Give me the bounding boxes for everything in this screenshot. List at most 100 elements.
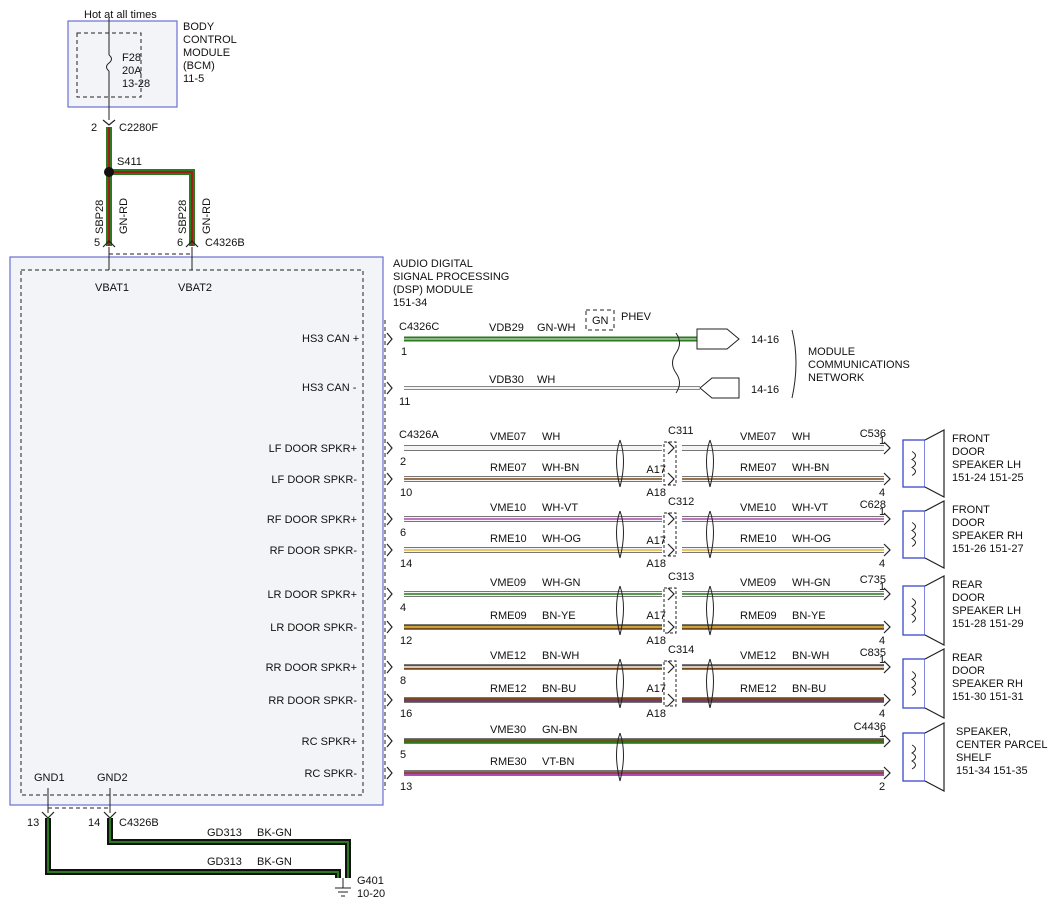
inline-connector-id: C312 [668, 496, 694, 508]
wire-color: WH-GN [792, 577, 831, 589]
speaker-pin-icon [883, 734, 891, 748]
speaker-pin-icon [883, 620, 891, 634]
speaker-pin-number: 1 [879, 435, 885, 447]
wire-color: BN-BU [542, 683, 576, 695]
wire-circuit: VME09 [490, 577, 526, 589]
module-pin-icon [386, 660, 393, 674]
vbat1-label: VBAT1 [95, 282, 129, 294]
module-pin-icon [386, 693, 393, 707]
speaker-page-refs: 151-28 151-29 [952, 618, 1024, 630]
wire-circuit: RME10 [740, 533, 777, 545]
wire-color: WH [792, 431, 810, 443]
speaker-name-line: DOOR [952, 665, 985, 677]
speaker-icon [902, 429, 945, 498]
speaker-name-line: DOOR [952, 592, 985, 604]
speaker-pin-number: 1 [879, 654, 885, 666]
phev-label: PHEV [621, 311, 652, 323]
bcm-title-2: CONTROL [183, 34, 237, 46]
can-plus-pin: 1 [401, 346, 407, 358]
speaker-pin-icon [883, 543, 891, 557]
speaker-icon [902, 648, 945, 719]
speaker-name-line: DOOR [952, 446, 985, 458]
power-feed: S411 SBP28 GN-RD SBP28 GN-RD 5 6 C4326B [94, 127, 245, 255]
wire-circuit: RME09 [490, 610, 527, 622]
hs3-can-plus-label: HS3 CAN + [302, 333, 359, 345]
splice-id: S411 [117, 156, 142, 168]
twisted-pair-icon [706, 510, 714, 559]
module-pin-icon [386, 766, 393, 780]
speaker-pin-label: RR DOOR SPKR- [268, 695, 357, 707]
fuse-icon [106, 54, 112, 72]
fuse-id: F28 [122, 52, 141, 64]
speaker-pin-number: 4 [879, 635, 885, 647]
feed1-circuit: SBP28 [94, 200, 106, 234]
dsp-module: VBAT1 VBAT2 AUDIO DIGITAL SIGNAL PROCESS… [9, 247, 509, 806]
bcm-box [67, 20, 178, 108]
speaker-pin-label: LF DOOR SPKR+ [269, 443, 357, 455]
speaker-page-refs: 151-30 151-31 [952, 691, 1024, 703]
inline-pin-number: A18 [646, 708, 666, 720]
gnd1-label: GND1 [34, 772, 65, 784]
gnd-wire2-circuit: GD313 [207, 856, 242, 868]
speaker-name-line: REAR [952, 579, 983, 591]
gnd2-label: GND2 [97, 772, 128, 784]
twisted-pair-icon [616, 585, 624, 636]
twisted-pair-icon [706, 439, 714, 488]
dsp-title-2: SIGNAL PROCESSING [393, 271, 509, 283]
inline-connector-id: C313 [668, 571, 694, 583]
speaker-pin-icon [883, 441, 891, 455]
twisted-pair-icon [706, 585, 714, 636]
speaker-name-line: FRONT [952, 504, 990, 516]
gnd-wire1-color: BK-GN [257, 827, 292, 839]
speaker-name-line: FRONT [952, 433, 990, 445]
speaker-pin-icon [883, 472, 891, 486]
wire-circuit: RME07 [490, 462, 527, 474]
speaker-page-refs: 151-26 151-27 [952, 543, 1024, 555]
ground-page: 10-20 [357, 888, 385, 900]
network-title-1: MODULE [808, 346, 855, 358]
inline-pin-icon [667, 693, 675, 707]
inline-pin-number: A17 [646, 683, 666, 695]
inline-pin-icon [667, 587, 675, 601]
wire-circuit: VME10 [490, 502, 526, 514]
module-pin-number: 12 [400, 635, 412, 647]
speaker-pin-icon [883, 660, 891, 674]
can-plus-color: GN-WH [537, 322, 576, 334]
s411-splice-icon [104, 167, 114, 177]
twisted-pair-icon [616, 658, 624, 709]
inline-pin-icon [667, 660, 675, 674]
module-pin-number: 10 [400, 487, 412, 499]
speaker-pin-label: RC SPKR- [304, 768, 357, 780]
body-control-module: Hot at all times F28 20A 13-28 BODY CONT… [67, 9, 237, 134]
speaker-name-line: CENTER PARCEL [956, 739, 1047, 751]
gnd-wire2-color: BK-GN [257, 856, 292, 868]
wire-circuit: RME30 [490, 756, 527, 768]
can-minus-circuit: VDB30 [489, 374, 524, 386]
speaker-pin-icon [883, 587, 891, 601]
wire-color: WH-OG [542, 533, 581, 545]
speaker-pin-label: RC SPKR+ [302, 736, 357, 748]
inline-pin-number: A17 [646, 610, 666, 622]
ground-symbol-icon [335, 887, 351, 897]
speaker-name-line: SPEAKER, [956, 726, 1011, 738]
wire-circuit: VME07 [490, 431, 526, 443]
speaker-icon [902, 500, 945, 569]
vbat2-label: VBAT2 [178, 282, 212, 294]
module-pin-number: 2 [400, 456, 406, 468]
twisted-pair-icon [616, 510, 624, 559]
bcm-page: 11-5 [183, 73, 204, 85]
module-pin-icon [386, 734, 393, 748]
speaker-pin-icon [883, 766, 891, 780]
speaker-connector-id: C735 [860, 574, 886, 586]
speaker-icon [902, 722, 945, 792]
speaker-pin-number: 1 [879, 728, 885, 740]
c4326b-connector-bottom: C4326B [119, 817, 159, 829]
module-pin-icon [386, 512, 393, 526]
module-pin-icon [386, 472, 393, 486]
can-minus-page: 14-16 [751, 384, 779, 396]
